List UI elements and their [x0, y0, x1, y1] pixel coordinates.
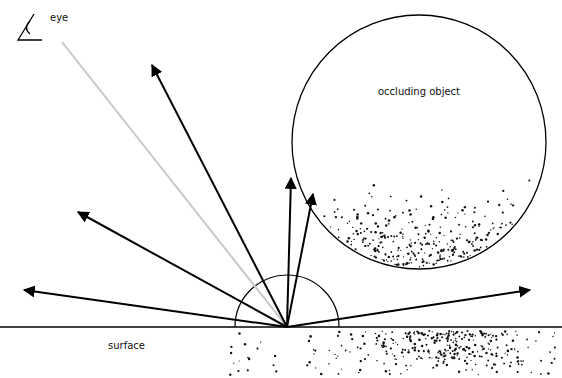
surface-label: surface [108, 340, 145, 351]
eye-label: eye [50, 12, 68, 23]
node-label: occluding object [378, 86, 460, 97]
view-ray [62, 42, 287, 327]
occluder-circle: occluding object [291, 14, 547, 270]
eye-symbol [18, 14, 42, 40]
sample-rays [24, 65, 530, 327]
circle-outline [291, 14, 547, 270]
stipple-dots [229, 179, 556, 375]
